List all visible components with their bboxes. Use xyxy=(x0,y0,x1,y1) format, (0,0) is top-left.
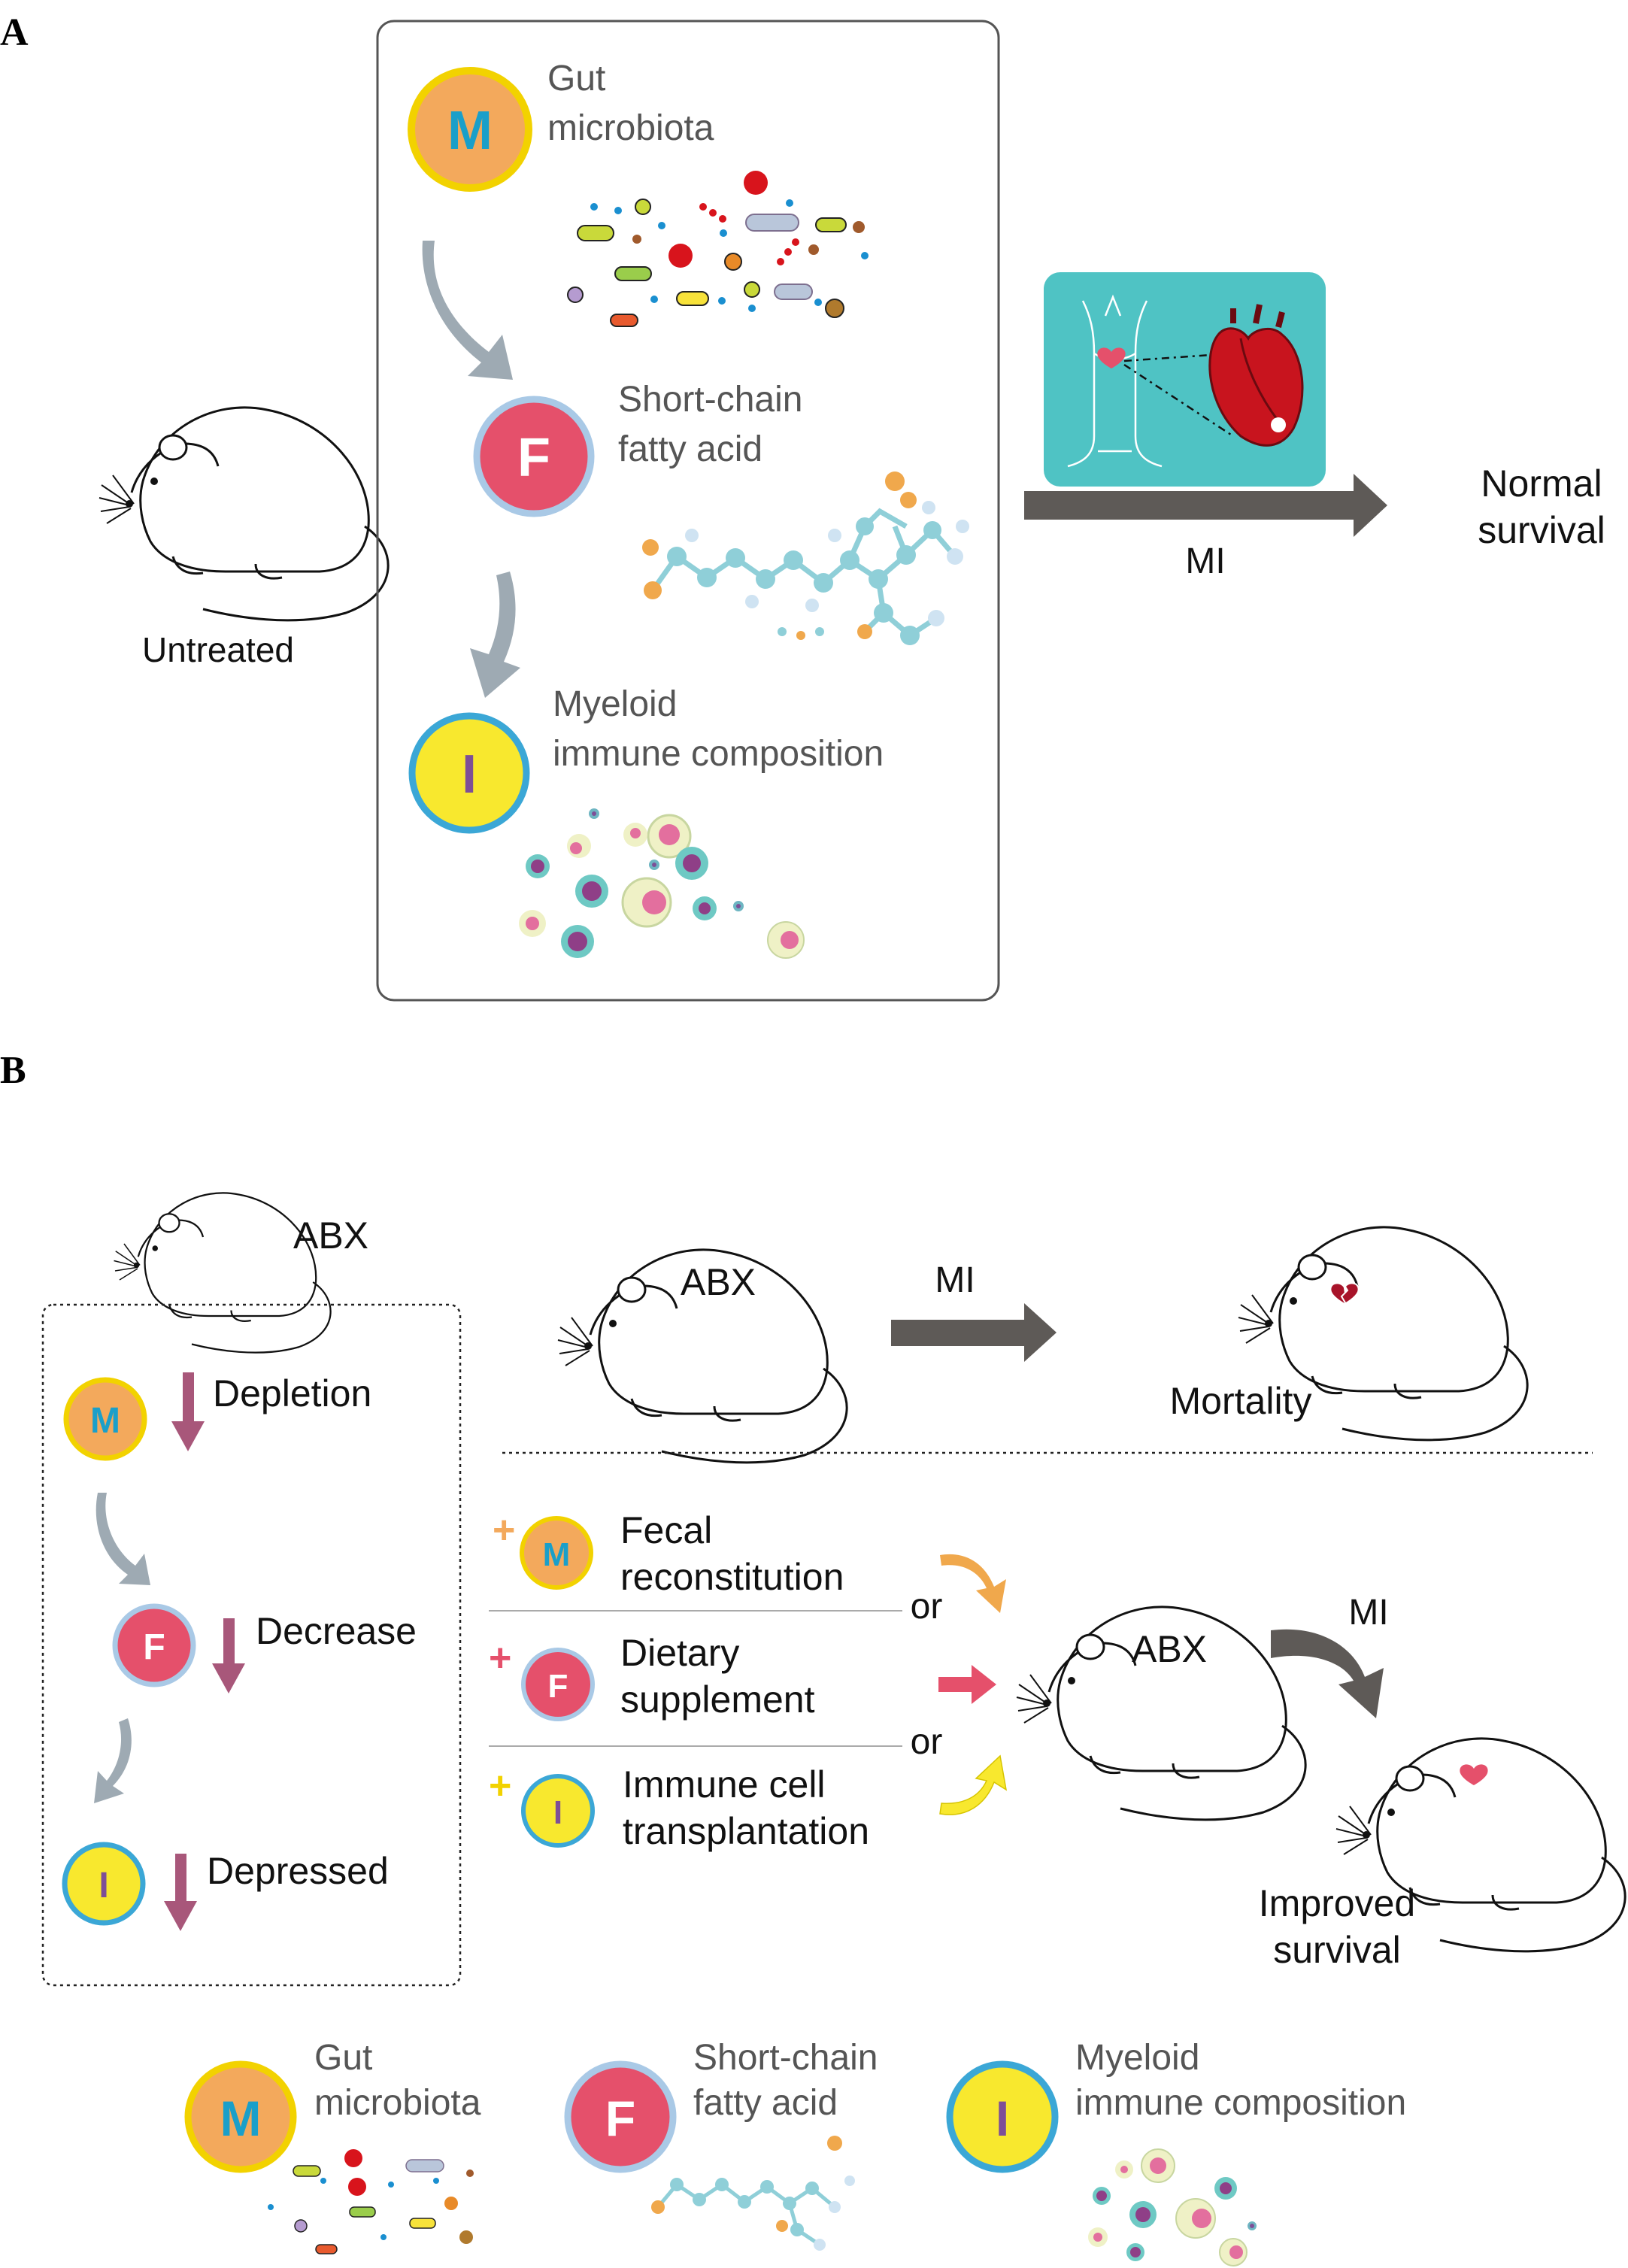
scfa-label-line2: fatty acid xyxy=(618,429,762,469)
or-label-1: or xyxy=(911,1587,943,1627)
outcome-b-line2: survival xyxy=(1273,1929,1400,1971)
effect-decrease: Decrease xyxy=(256,1610,417,1652)
heart-icon xyxy=(1208,304,1304,447)
down-arrow-depletion-icon xyxy=(171,1372,205,1451)
legend-immune-line2: immune composition xyxy=(1075,2083,1406,2123)
immune-circle-b: I xyxy=(62,1842,146,1926)
mi-curve-arrow-b xyxy=(1271,1629,1384,1718)
panel-label-b: B xyxy=(0,1049,26,1092)
microbiota-circle: M xyxy=(408,67,532,192)
scfa-label-line1: Short-chain xyxy=(618,380,802,420)
legend-immune-line1: Myeloid xyxy=(1075,2038,1199,2078)
rescue-immune-line1: Immune cell xyxy=(623,1763,826,1806)
svg-text:M: M xyxy=(447,101,493,161)
immune-circle: I xyxy=(408,712,530,834)
outcome-b-line1: Improved xyxy=(1259,1882,1415,1924)
microbiota-circle-b: M xyxy=(63,1377,147,1461)
untreated-mouse xyxy=(98,406,390,622)
immune-circle-rescue: I xyxy=(521,1774,595,1848)
curved-arrow-a2-icon xyxy=(470,572,520,698)
healthy-heart-icon xyxy=(1460,1764,1488,1785)
svg-text:M: M xyxy=(543,1536,571,1573)
immune-label-line1: Myeloid xyxy=(553,684,677,724)
rescue-diet-line2: supplement xyxy=(620,1678,815,1721)
scfa-circle: F xyxy=(473,396,595,517)
legend-microbiota-line1: Gut xyxy=(314,2038,372,2078)
microbiota-label-line1: Gut xyxy=(547,59,605,99)
mi-label-b-bottom: MI xyxy=(1348,1593,1388,1633)
effect-depletion: Depletion xyxy=(213,1372,371,1414)
rescue-fecal-line1: Fecal xyxy=(620,1509,712,1551)
svg-text:F: F xyxy=(605,2091,635,2146)
svg-text:I: I xyxy=(553,1794,562,1831)
legend-molecule-icon xyxy=(651,2136,855,2251)
abx-label-small: ABX xyxy=(293,1214,368,1257)
mi-label-b-top: MI xyxy=(935,1260,975,1300)
mi-label-a: MI xyxy=(1185,541,1225,581)
legend-microbiota-circle: M xyxy=(184,2060,297,2173)
effect-depressed: Depressed xyxy=(207,1850,389,1892)
abx-label-treated: ABX xyxy=(1132,1628,1207,1670)
or-label-2: or xyxy=(911,1722,943,1762)
svg-text:F: F xyxy=(143,1627,165,1667)
abx-effects-box xyxy=(41,1303,462,1987)
plus-microbiota: + xyxy=(493,1508,515,1552)
mi-arrow-b-top xyxy=(891,1303,1057,1362)
broken-heart-icon xyxy=(1329,1282,1360,1305)
immune-label-line2: immune composition xyxy=(553,734,884,774)
immune-cells-icon xyxy=(519,808,805,959)
down-arrow-decrease-icon xyxy=(212,1618,245,1693)
bacteria-cluster-icon xyxy=(567,171,869,327)
untreated-label: Untreated xyxy=(142,630,294,669)
scfa-circle-rescue: F xyxy=(521,1648,595,1721)
legend-scfa-circle: F xyxy=(564,2060,677,2173)
svg-text:F: F xyxy=(517,428,550,488)
outcome-a-line1: Normal xyxy=(1481,462,1602,505)
curved-arrow-b1-icon xyxy=(95,1493,150,1585)
pink-arrow-icon xyxy=(938,1665,996,1704)
legend-scfa-line2: fatty acid xyxy=(693,2083,838,2123)
svg-text:M: M xyxy=(220,2091,262,2146)
legend-microbiota-line2: microbiota xyxy=(314,2083,481,2123)
yellow-curve-arrow-icon xyxy=(939,1754,1008,1815)
mortality-label: Mortality xyxy=(1170,1380,1312,1422)
plus-immune: + xyxy=(489,1764,511,1808)
curved-arrow-a1-icon xyxy=(422,241,513,380)
svg-text:F: F xyxy=(548,1668,568,1705)
microbiota-label-line2: microbiota xyxy=(547,108,714,148)
orange-curve-arrow-icon xyxy=(940,1554,1006,1613)
legend-scfa-line1: Short-chain xyxy=(693,2038,878,2078)
svg-text:M: M xyxy=(90,1401,120,1441)
svg-text:I: I xyxy=(99,1866,108,1906)
mechanism-box xyxy=(376,20,1000,1002)
abx-label-top: ABX xyxy=(681,1261,756,1303)
curved-arrow-b2-icon xyxy=(94,1718,132,1803)
panel-label-a: A xyxy=(0,11,29,54)
scfa-circle-b: F xyxy=(112,1603,196,1687)
down-arrow-depressed-icon xyxy=(164,1854,197,1931)
plus-scfa: + xyxy=(489,1636,511,1680)
legend-immune-circle: I xyxy=(946,2060,1059,2173)
legend-immune-cells-icon xyxy=(1088,2148,1257,2266)
svg-text:I: I xyxy=(462,744,477,805)
microbiota-circle-rescue: M xyxy=(520,1516,593,1590)
rescue-fecal-line2: reconstitution xyxy=(620,1556,844,1598)
svg-text:I: I xyxy=(996,2091,1009,2146)
outcome-a-line2: survival xyxy=(1478,509,1605,551)
rescue-immune-line2: transplantation xyxy=(623,1810,869,1852)
mi-arrow-a xyxy=(1024,474,1387,537)
rescue-diet-line1: Dietary xyxy=(620,1632,739,1674)
legend-bacteria-icon xyxy=(268,2149,474,2254)
